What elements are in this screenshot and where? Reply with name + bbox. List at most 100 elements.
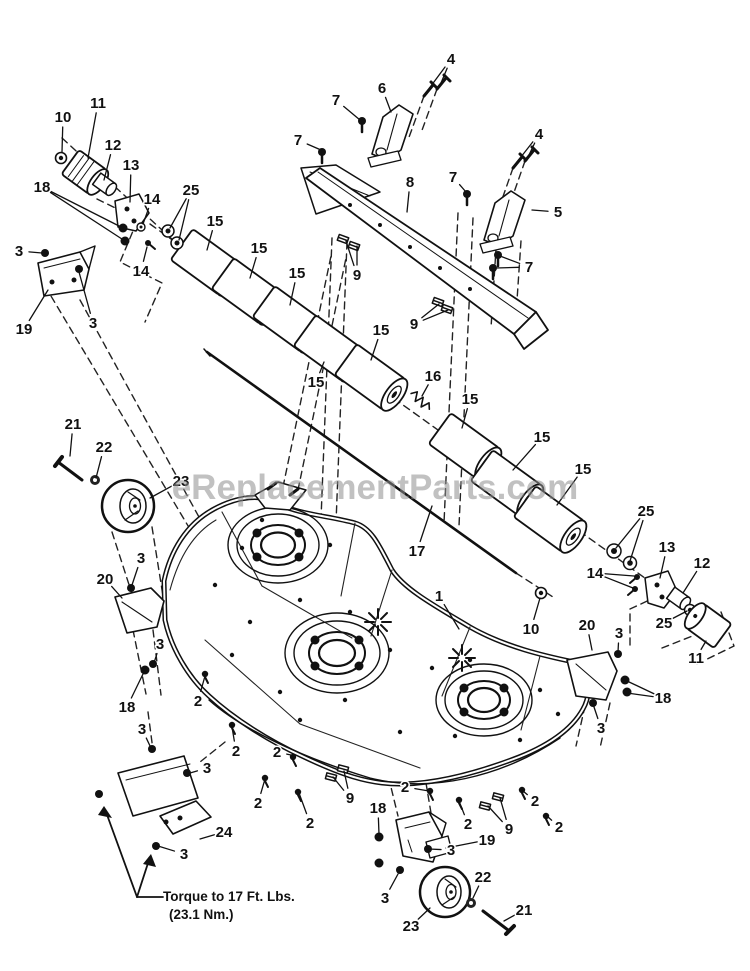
support-bar [305, 167, 537, 335]
leader-line [28, 251, 43, 254]
part-callout-16-27: 16 [425, 368, 442, 385]
part-callout-4-13: 4 [447, 51, 456, 68]
bolt-3 [183, 769, 191, 777]
part-callout-15-23: 15 [251, 240, 268, 257]
axle-bolt-21 [481, 909, 516, 936]
bolt-3 [589, 699, 597, 707]
bolt-4 [422, 73, 540, 170]
part-callout-9-58: 9 [346, 790, 354, 807]
part-callout-14-37: 14 [587, 565, 604, 582]
leader-line [472, 885, 480, 899]
part-callout-2-54: 2 [232, 743, 240, 760]
leader-line [111, 585, 123, 599]
leader-line [445, 841, 478, 849]
leader-line [428, 848, 442, 851]
leader-line [343, 770, 349, 789]
part-callout-23-46: 23 [173, 473, 190, 490]
leader-line [615, 518, 641, 549]
nut-10 [54, 151, 68, 165]
bolt-3 [95, 790, 103, 798]
part-callout-14-10: 14 [133, 263, 150, 280]
anti-scalp-roller-11 [683, 602, 732, 648]
part-callout-3-9: 3 [89, 315, 97, 332]
part-callout-12-2: 12 [105, 137, 122, 154]
leader-line [345, 240, 355, 267]
part-callout-3-68: 3 [447, 842, 455, 859]
leader-line [672, 610, 688, 620]
part-callout-2-56: 2 [254, 795, 262, 812]
torque-note-line2: (23.1 Nm.) [169, 907, 234, 923]
part-callout-8-15: 8 [406, 174, 414, 191]
part-callout-18-61: 18 [370, 800, 387, 817]
leader-line [533, 597, 541, 621]
leader-line [588, 634, 593, 651]
leader-line [626, 692, 654, 698]
part-callout-3-53: 3 [203, 760, 211, 777]
part-callout-3-52: 3 [138, 721, 146, 738]
leader-line [700, 640, 707, 651]
idler-star [364, 608, 476, 672]
nut-18 [140, 665, 150, 675]
part-callout-3-49: 3 [156, 636, 164, 653]
bolt-3 [75, 265, 83, 273]
leader-line [528, 142, 536, 156]
leader-line [50, 190, 124, 229]
part-callout-9-21: 9 [410, 316, 418, 333]
part-callout-13-35: 13 [659, 539, 676, 556]
leader-line [149, 485, 173, 499]
part-callout-25-34: 25 [638, 503, 655, 520]
nut-10 [534, 586, 548, 600]
part-callout-15-24: 15 [289, 265, 306, 282]
spindle-right [435, 663, 533, 737]
leader-line [87, 112, 97, 159]
support-rod-17 [203, 348, 518, 575]
part-callout-25-5: 25 [183, 182, 200, 199]
part-callout-18-50: 18 [119, 699, 136, 716]
left-wheel-cluster [53, 455, 165, 634]
roller-mount-bracket-19 [395, 811, 453, 863]
part-callout-15-22: 15 [207, 213, 224, 230]
part-callout-24-59: 24 [216, 824, 233, 841]
leader-line [427, 66, 446, 91]
leader-line [592, 703, 599, 720]
part-callout-14-4: 14 [144, 191, 161, 208]
bolt-3 [127, 584, 135, 592]
leader-line [659, 556, 666, 579]
part-callout-15-31: 15 [462, 391, 479, 408]
part-callout-18-42: 18 [655, 690, 672, 707]
part-callout-7-11: 7 [332, 92, 340, 109]
leader-line [389, 873, 399, 890]
bolt-3 [396, 866, 404, 874]
left-roller-cluster [37, 150, 184, 297]
part-callout-13-3: 13 [123, 157, 140, 174]
leader-line [95, 456, 103, 479]
part-callout-3-48: 3 [137, 550, 145, 567]
torque-note-line1: Torque to 17 Ft. Lbs. [163, 889, 295, 904]
leader-line [422, 309, 449, 321]
part-callout-12-36: 12 [694, 555, 711, 572]
part-callout-3-60: 3 [180, 846, 188, 863]
leader-line [487, 805, 503, 823]
bottom-wheel-cluster [395, 811, 516, 936]
part-callout-9-20: 9 [353, 267, 361, 284]
leader-line [61, 126, 64, 153]
leader-line [289, 282, 296, 306]
leader-line [129, 174, 132, 203]
washer-25 [606, 543, 622, 559]
leader-line [231, 726, 236, 742]
gauge-wheel-bracket-20 [566, 651, 618, 701]
part-callout-7-19: 7 [525, 259, 533, 276]
part-callout-19-67: 19 [479, 832, 496, 849]
part-callout-23-64: 23 [403, 918, 420, 935]
part-callout-15-25: 15 [308, 374, 325, 391]
leader-line [384, 96, 392, 113]
leader-line [69, 433, 73, 457]
leader-line [531, 209, 549, 212]
washer-25 [170, 236, 184, 250]
part-callout-3-43: 3 [597, 720, 605, 737]
bolt-3 [148, 745, 156, 753]
washer-22 [90, 475, 100, 485]
leader-line [332, 776, 345, 791]
washer-22 [466, 898, 476, 908]
leader-line [629, 519, 644, 562]
